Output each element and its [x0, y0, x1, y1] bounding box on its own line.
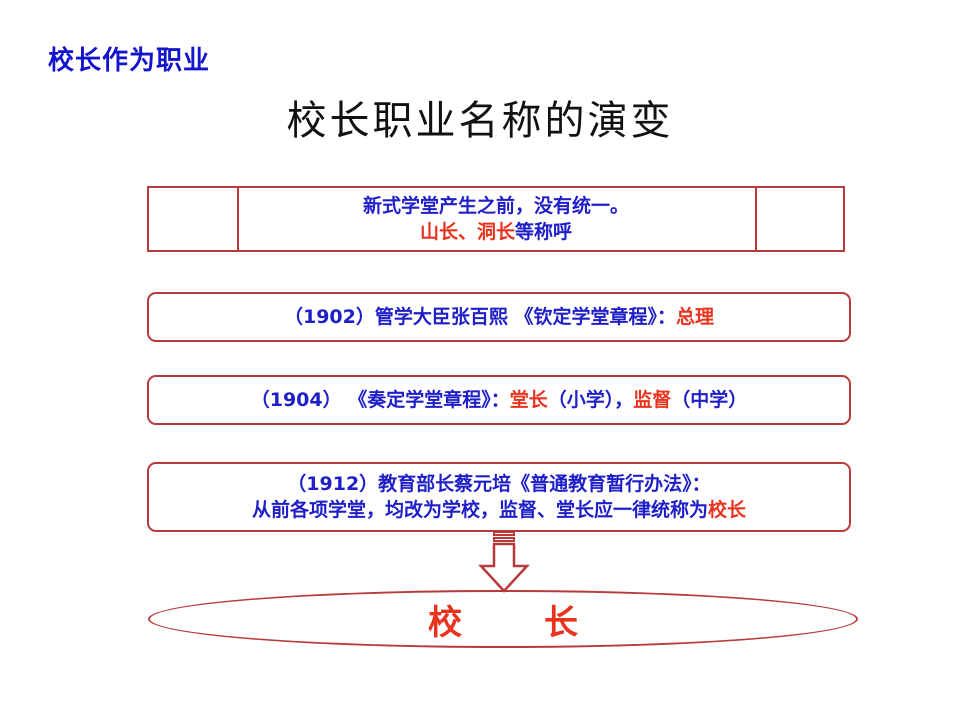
box1-line2: 山长、洞长等称呼: [420, 219, 572, 245]
box4-line2: 从前各项学堂，均改为学校，监督、堂长应一律统称为校长: [252, 497, 746, 523]
box1-line2-blue: 等称呼: [515, 221, 573, 243]
box3-red1: 堂长: [509, 389, 548, 411]
box4-line2-blue: 从前各项学堂，均改为学校，监督、堂长应一律统称为: [251, 499, 708, 521]
result-char-1: 校: [428, 602, 462, 643]
result-char-2: 长: [544, 602, 578, 643]
box1-right-cell: [755, 188, 843, 250]
box1-line1: 新式学堂产生之前，没有统一。: [362, 195, 629, 217]
stage-box-1902: （1902）管学大臣张百熙 《钦定学堂章程》：总理: [147, 292, 851, 342]
box4-line1: （1912）教育部长蔡元培《普通教育暂行办法》：: [287, 473, 711, 495]
box3-red2: 监督: [633, 389, 672, 411]
box2-text: （1902）管学大臣张百熙 《钦定学堂章程》：总理: [284, 304, 714, 330]
corner-title: 校长作为职业: [48, 46, 211, 76]
box2-text-red: 总理: [675, 306, 714, 328]
down-arrow-icon: [478, 531, 530, 593]
box3-text: （1904） 《奏定学堂章程》：堂长（小学），监督（中学）: [251, 387, 748, 413]
stage-box-1912: （1912）教育部长蔡元培《普通教育暂行办法》： 从前各项学堂，均改为学校，监督…: [147, 462, 851, 532]
box1-line2-red: 山长、洞长: [419, 221, 515, 243]
slide-title: 校长职业名称的演变: [286, 98, 674, 144]
stage-box-1904: （1904） 《奏定学堂章程》：堂长（小学），监督（中学）: [147, 375, 851, 425]
stage-box-pre-modern: 新式学堂产生之前，没有统一。 山长、洞长等称呼: [147, 186, 845, 252]
box4-line2-red: 校长: [708, 499, 747, 521]
box2-text-blue: （1902）管学大臣张百熙 《钦定学堂章程》：: [283, 306, 676, 328]
box3-blue2: （小学），: [547, 389, 634, 411]
result-ellipse: 校 长: [148, 590, 858, 648]
box3-blue3: （中学）: [671, 389, 748, 411]
box3-blue1: （1904） 《奏定学堂章程》：: [250, 389, 510, 411]
box1-left-cell: [149, 188, 239, 250]
